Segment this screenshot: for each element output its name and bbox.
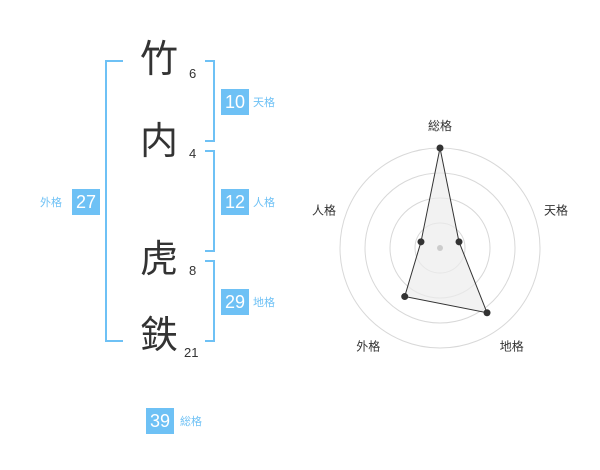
tenkaku-bracket (205, 60, 215, 142)
name-char-4: 鉄 (139, 313, 178, 357)
radar-point (455, 238, 463, 246)
name-char-1: 竹 (139, 37, 178, 81)
soukaku-label: 総格 (180, 415, 202, 428)
radar-axis-label: 総格 (428, 118, 452, 133)
radar-point (417, 238, 425, 246)
radar-center (437, 245, 443, 251)
radar-point (436, 144, 444, 152)
jinkaku-bracket (205, 150, 215, 252)
radar-axis-label: 地格 (500, 339, 524, 354)
radar-axis-label: 外格 (356, 339, 380, 354)
jinkaku-label: 人格 (253, 196, 275, 209)
chikaku-value: 29 (221, 289, 249, 315)
chikaku-bracket (205, 260, 215, 342)
radar-axis-label: 天格 (544, 202, 568, 217)
stroke-count-2: 4 (189, 146, 197, 161)
tenkaku-value: 10 (221, 89, 249, 115)
jinkaku-value: 12 (221, 189, 249, 215)
stroke-count-3: 8 (189, 263, 197, 278)
stroke-count-1: 6 (189, 66, 197, 81)
name-char-2: 内 (139, 119, 178, 163)
tenkaku-label: 天格 (253, 96, 275, 109)
chikaku-label: 地格 (253, 296, 275, 309)
radar-point (401, 293, 409, 301)
gaikaku-value: 27 (72, 189, 100, 215)
name-char-3: 虎 (139, 237, 178, 281)
stroke-count-4: 21 (184, 345, 199, 360)
gaikaku-bracket (105, 60, 123, 342)
soukaku-value: 39 (146, 408, 174, 434)
radar-area (404, 147, 488, 314)
radar-point (483, 309, 491, 317)
radar-axis-label: 人格 (312, 202, 336, 217)
gaikaku-label: 外格 (40, 196, 62, 209)
